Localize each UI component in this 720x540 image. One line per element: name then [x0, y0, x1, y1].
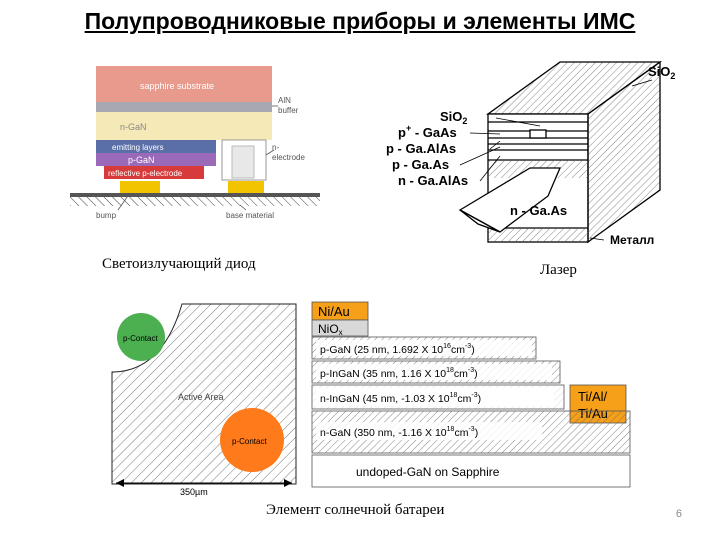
- laser-caption: Лазер: [540, 262, 577, 278]
- aln-label: AlN: [278, 96, 291, 105]
- niau-label: Ni/Au: [318, 304, 350, 319]
- undoped-gan-label: undoped-GaN on Sapphire: [356, 465, 500, 479]
- emitting-layers: [96, 140, 216, 153]
- base-material-label: base material: [226, 211, 274, 220]
- led-caption: Светоизлучающий диод: [102, 256, 256, 272]
- aln-buffer-label: buffer: [278, 106, 299, 115]
- n-gan-stack-label: n-GaN (350 nm, -1.16 X 1018cm-3): [320, 426, 478, 439]
- p-contact-bottom: [220, 408, 284, 472]
- n-ingan-label: n-InGaN (45 nm, -1.03 X 1018cm-3): [320, 392, 481, 405]
- solar-layer-stack: Ni/Au NiOx p-GaN (25 nm, 1.692 X 1016cm-…: [311, 301, 631, 488]
- base-hatch: [70, 197, 320, 206]
- p-gan-stack-label: p-GaN (25 nm, 1.692 X 1016cm-3): [320, 343, 475, 356]
- aln-buffer-layer: [96, 102, 272, 112]
- p-contact-top: [117, 313, 165, 361]
- reflective-electrode-layer: [104, 166, 204, 179]
- niox-label: NiOx: [318, 322, 343, 337]
- n-gan-layer: [96, 112, 272, 140]
- tial-label-1: Ti/Al/: [578, 389, 608, 404]
- n-gan-label: n-GaN: [120, 122, 147, 132]
- sapphire-substrate-layer: [96, 66, 272, 102]
- reflective-label: reflective p-electrode: [108, 169, 183, 178]
- active-area-label: Active Area: [178, 392, 224, 402]
- solar-caption: Элемент солнечной батареи: [266, 502, 445, 518]
- laser-labels: SiO2 SiO2 p+ - GaAs p - Ga.AlAs p - Ga.A…: [386, 64, 675, 247]
- base-material: [70, 193, 320, 197]
- laser-leader-lines: [459, 79, 653, 241]
- page-title: Полупроводниковые приборы и элементы ИМС: [84, 8, 636, 34]
- n-electrode-label2: electrode: [272, 153, 305, 162]
- laser-diagram: [458, 60, 663, 244]
- sapphire-label: sapphire substrate: [140, 81, 214, 91]
- scale-label: 350µm: [180, 487, 208, 497]
- laser-n-gaalas-label: n - Ga.AlAs: [398, 173, 468, 188]
- bump-left: [120, 181, 160, 193]
- page-number: 6: [675, 508, 682, 520]
- laser-n-gaas-label: n - Ga.As: [510, 203, 567, 218]
- laser-sio2-label: SiO2: [440, 109, 467, 126]
- p-gan-layer: [96, 153, 216, 166]
- led-diagram: sapphire substrate n-GaN emitting layers…: [70, 66, 320, 220]
- laser-p-gaalas-label: p - Ga.AlAs: [386, 141, 456, 156]
- laser-p-plus-gaas-label: p+ - GaAs: [398, 123, 457, 140]
- undoped-gan-layer: [311, 454, 631, 488]
- bump-label: bump: [96, 211, 117, 220]
- bump-right: [228, 181, 264, 193]
- niox-layer: [311, 319, 369, 337]
- p-gan-label: p-GaN: [128, 155, 155, 165]
- emitting-label: emitting layers: [112, 143, 164, 152]
- laser-sio2-top-label: SiO2: [648, 64, 675, 81]
- p-contact-top-label: p-Contact: [123, 334, 158, 343]
- laser-p-gaas-label: p - Ga.As: [392, 157, 449, 172]
- laser-metal-label: Металл: [610, 233, 654, 247]
- p-contact-bottom-label: p-Contact: [232, 437, 267, 446]
- solar-left-diagram: p-Contact Active Area p-Contact 350µm: [111, 303, 297, 497]
- n-electrode-label1: n-: [272, 143, 279, 152]
- p-ingan-label: p-InGaN (35 nm, 1.16 X 1018cm-3): [320, 367, 478, 380]
- n-electrode-inner: [231, 145, 255, 179]
